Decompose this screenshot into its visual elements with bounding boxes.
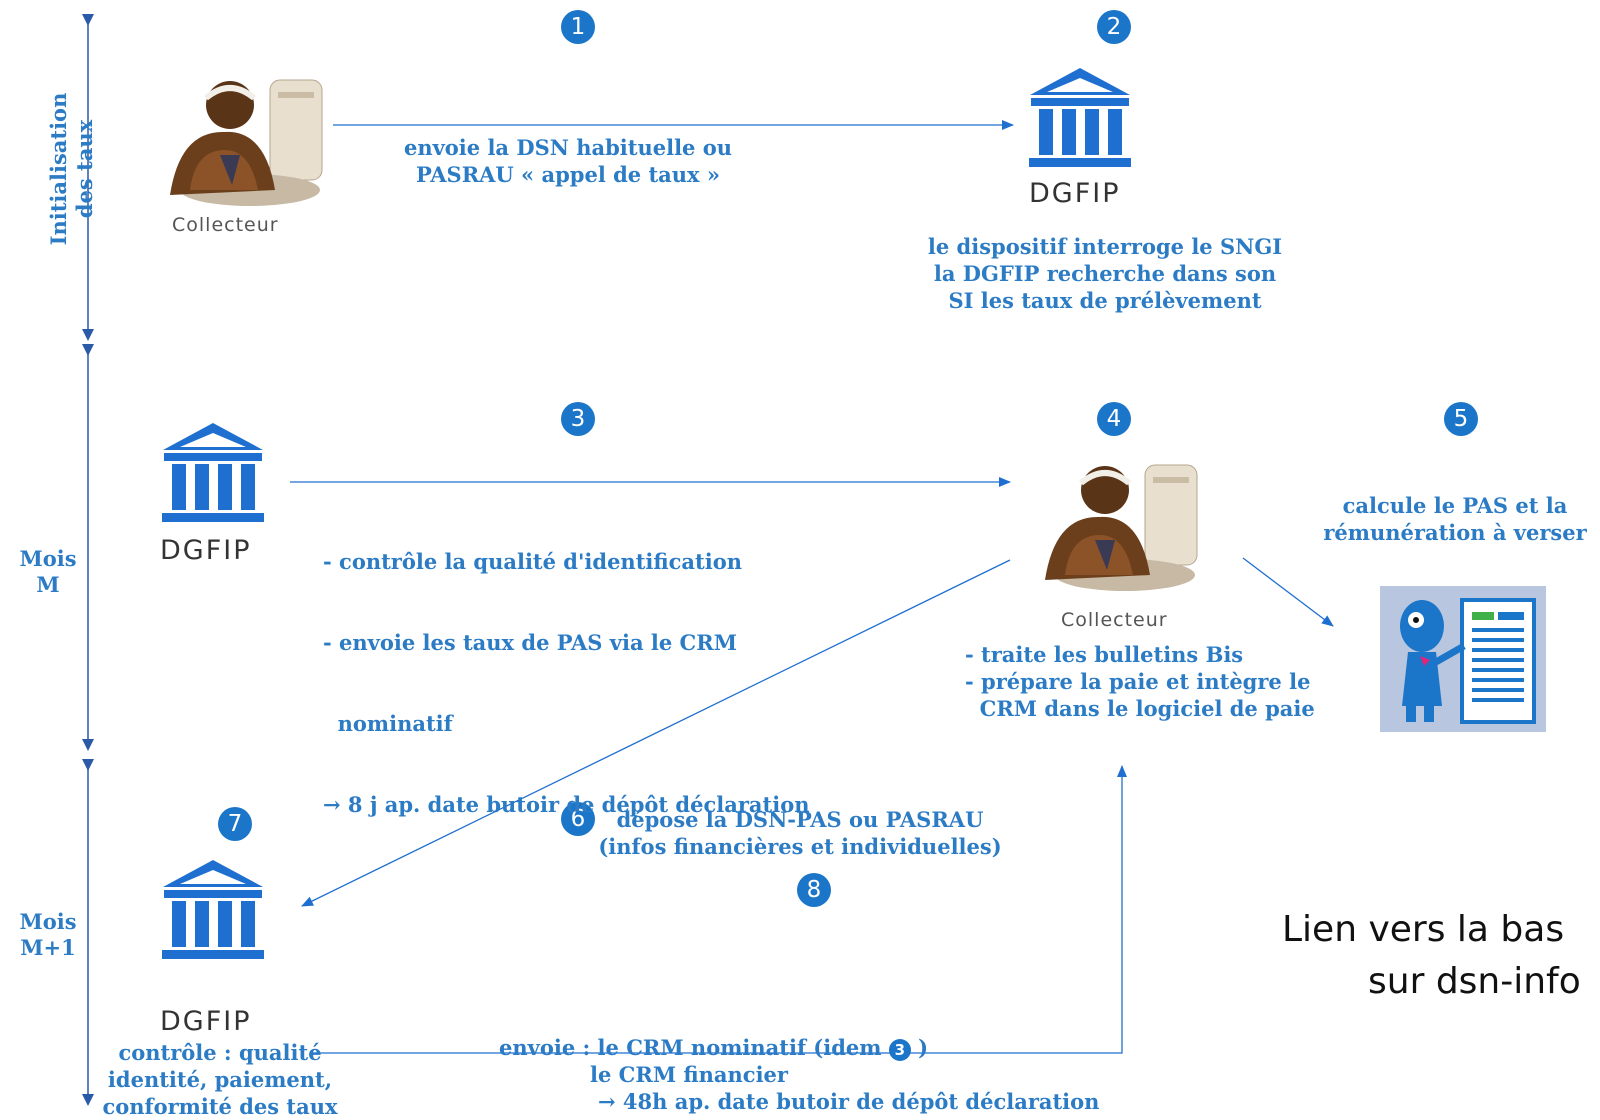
step-badge-2: 2 bbox=[1097, 10, 1131, 44]
step-badge-5: 5 bbox=[1444, 402, 1478, 436]
collecteur-figure-top bbox=[150, 60, 340, 220]
dgfip-building-m bbox=[158, 420, 268, 525]
collecteur-icon bbox=[1045, 464, 1198, 591]
arrow-8 bbox=[313, 765, 1127, 1054]
step-badge-8: 8 bbox=[797, 873, 831, 907]
dgfip-caption-top: DGFIP bbox=[1029, 178, 1121, 209]
side-label-init: Initialisation des taux bbox=[46, 92, 97, 246]
dsn-info-link-line-2[interactable]: sur dsn-info bbox=[1368, 961, 1581, 1002]
step-4-text: - traite les bulletins Bis - prépare la … bbox=[965, 642, 1315, 721]
payslip-icon bbox=[1400, 598, 1536, 724]
step-6-text: dépose la DSN-PAS ou PASRAU (infos finan… bbox=[598, 807, 1002, 859]
bank-icon bbox=[1029, 68, 1131, 167]
collecteur-caption-m: Collecteur bbox=[1061, 609, 1168, 631]
arrow-5 bbox=[1242, 557, 1334, 627]
step-8-text: envoie : le CRM nominatif (idem 3 ) le C… bbox=[499, 1035, 1100, 1114]
step-badge-3: 3 bbox=[561, 402, 595, 436]
collecteur-caption-top: Collecteur bbox=[172, 214, 279, 236]
bank-icon bbox=[162, 860, 264, 959]
step-badge-1: 1 bbox=[561, 10, 595, 44]
step-5-text: calcule le PAS et la rémunération à vers… bbox=[1323, 493, 1587, 545]
arrow-6 bbox=[301, 559, 1011, 907]
side-label-month-m: Mois M bbox=[19, 546, 77, 597]
step-badge-7: 7 bbox=[218, 807, 252, 841]
side-label-month-m1: Mois M+1 bbox=[19, 909, 77, 960]
dgfip-caption-m1: DGFIP bbox=[160, 1006, 252, 1037]
collecteur-icon bbox=[170, 79, 323, 206]
step-3-text: - contrôle la qualité d'identification -… bbox=[323, 549, 810, 817]
collecteur-figure-m bbox=[1025, 445, 1215, 605]
bank-icon bbox=[162, 423, 264, 522]
step-2-text: le dispositif interroge le SNGI la DGFIP… bbox=[927, 234, 1283, 313]
step-badge-6: 6 bbox=[561, 802, 595, 836]
payslip-illustration bbox=[1380, 586, 1546, 732]
inline-step-badge-3: 3 bbox=[888, 1038, 911, 1061]
dgfip-building-m1 bbox=[158, 857, 268, 962]
step-1-text: envoie la DSN habituelle ou PASRAU « app… bbox=[403, 135, 733, 187]
dsn-info-link-line-1[interactable]: Lien vers la bas bbox=[1282, 909, 1565, 950]
dgfip-building-top bbox=[1025, 65, 1135, 170]
dgfip-caption-m: DGFIP bbox=[160, 535, 252, 566]
step-badge-4: 4 bbox=[1097, 402, 1131, 436]
